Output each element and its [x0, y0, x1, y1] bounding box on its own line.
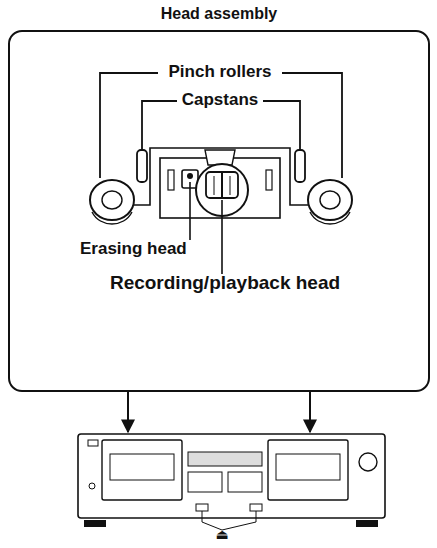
location-arrow	[309, 392, 311, 432]
tape-guide	[205, 150, 235, 165]
head-assembly-box: Head assembly	[8, 30, 430, 392]
head-pole	[214, 176, 215, 195]
button-group	[228, 472, 262, 492]
cassette-door	[268, 440, 348, 500]
head-slot	[266, 170, 272, 190]
pinch-roller-symbol	[308, 180, 352, 220]
part-label: Recording/playback head	[60, 273, 390, 294]
erase-gap	[187, 173, 193, 179]
head-gap	[221, 172, 223, 198]
capstan-leader	[263, 101, 300, 150]
part-label: Erasing head	[80, 240, 240, 259]
rec-play-head-leader	[221, 200, 223, 274]
eject-symbol: ⏏	[200, 527, 244, 542]
part-label: Pinch rollers	[120, 63, 320, 82]
pinch-roller-arm	[92, 212, 132, 224]
part-label: Capstans	[140, 91, 300, 110]
cassette-window	[110, 454, 174, 480]
deck-foot	[356, 520, 378, 527]
erasing-head-leader	[189, 182, 191, 240]
capstan-symbol	[137, 150, 147, 182]
button-group	[188, 472, 222, 492]
pinch-roller-leader	[282, 73, 342, 178]
eject-button	[196, 504, 208, 511]
display-window	[188, 452, 262, 466]
cassette-door	[102, 440, 182, 500]
pinch-roller-hub	[320, 191, 340, 209]
pinch-roller-arm	[310, 212, 350, 224]
cassette-window	[276, 454, 340, 480]
box-title: Head assembly	[10, 5, 428, 23]
eject-button	[250, 504, 262, 511]
headphone-jack	[89, 483, 95, 489]
location-arrow	[127, 392, 129, 432]
rec-play-head-symbol	[206, 172, 238, 198]
head-slot	[168, 170, 174, 190]
head-pole	[230, 176, 231, 195]
cassette-deck-body	[78, 434, 385, 518]
pinch-roller-hub	[102, 191, 122, 209]
power-switch	[88, 440, 98, 446]
deck-foot	[84, 520, 106, 527]
capstan-leader	[142, 101, 177, 150]
capstan-symbol	[295, 150, 305, 182]
volume-knob	[359, 453, 377, 471]
eject-leader	[202, 511, 256, 530]
pinch-roller-symbol	[90, 180, 134, 220]
head-mount	[160, 158, 280, 218]
